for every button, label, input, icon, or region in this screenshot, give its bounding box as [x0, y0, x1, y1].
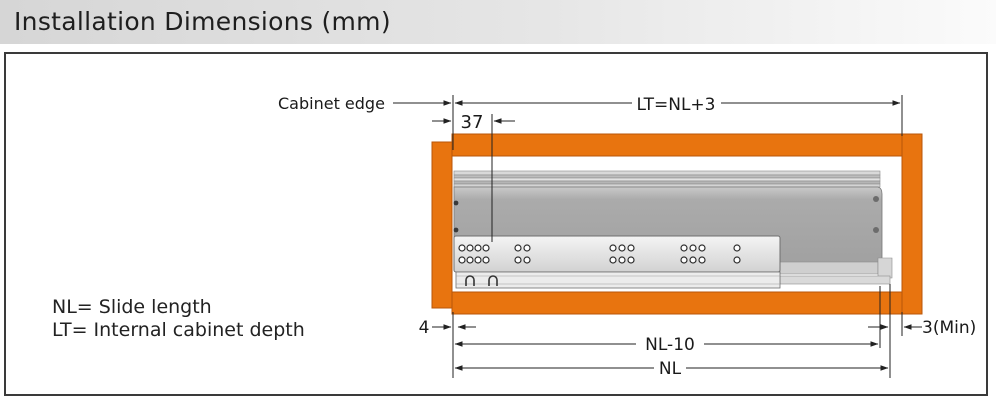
offset-4-label: 4	[419, 318, 430, 338]
diagram-frame	[4, 52, 988, 396]
cabinet-back-panel	[901, 133, 923, 315]
header-band: Installation Dimensions (mm)	[0, 0, 996, 44]
offset-37-label: 37	[461, 112, 484, 133]
nl-label: NL	[659, 359, 682, 379]
cabinet-top-panel	[451, 133, 903, 157]
cabinet	[431, 133, 923, 315]
cabinet-bottom-panel	[451, 291, 903, 315]
legend-nl-definition: NL= Slide length	[52, 296, 212, 318]
drawer-slide	[453, 170, 893, 289]
nl-minus-10-label: NL-10	[645, 335, 695, 355]
cabinet-edge-label: Cabinet edge	[278, 94, 385, 113]
lt-dimension-label: LT=NL+3	[636, 95, 715, 115]
cabinet-front-panel	[431, 141, 453, 309]
min-gap-label: 3(Min)	[922, 318, 976, 338]
dimension-lines	[393, 95, 922, 378]
legend-lt-definition: LT= Internal cabinet depth	[52, 319, 305, 341]
page-title: Installation Dimensions (mm)	[14, 7, 391, 36]
